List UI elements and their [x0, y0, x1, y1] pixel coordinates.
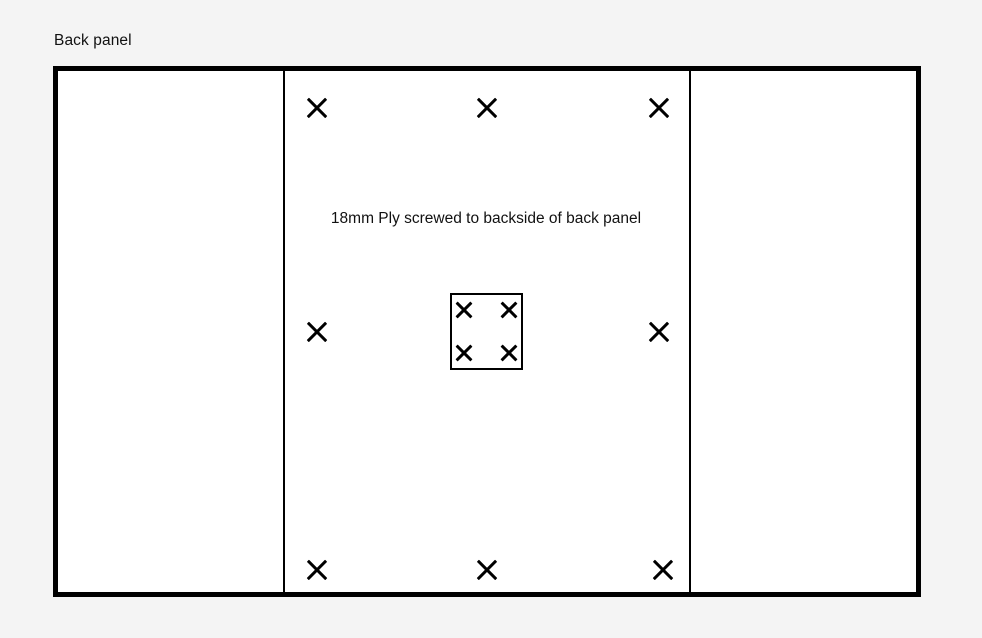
panel-divider-right [689, 66, 691, 597]
page-title: Back panel [54, 32, 132, 49]
centre-note-label: 18mm Ply screwed to backside of back pan… [330, 210, 642, 227]
panel-divider-left [283, 66, 285, 597]
mounting-block-outline [450, 293, 523, 370]
